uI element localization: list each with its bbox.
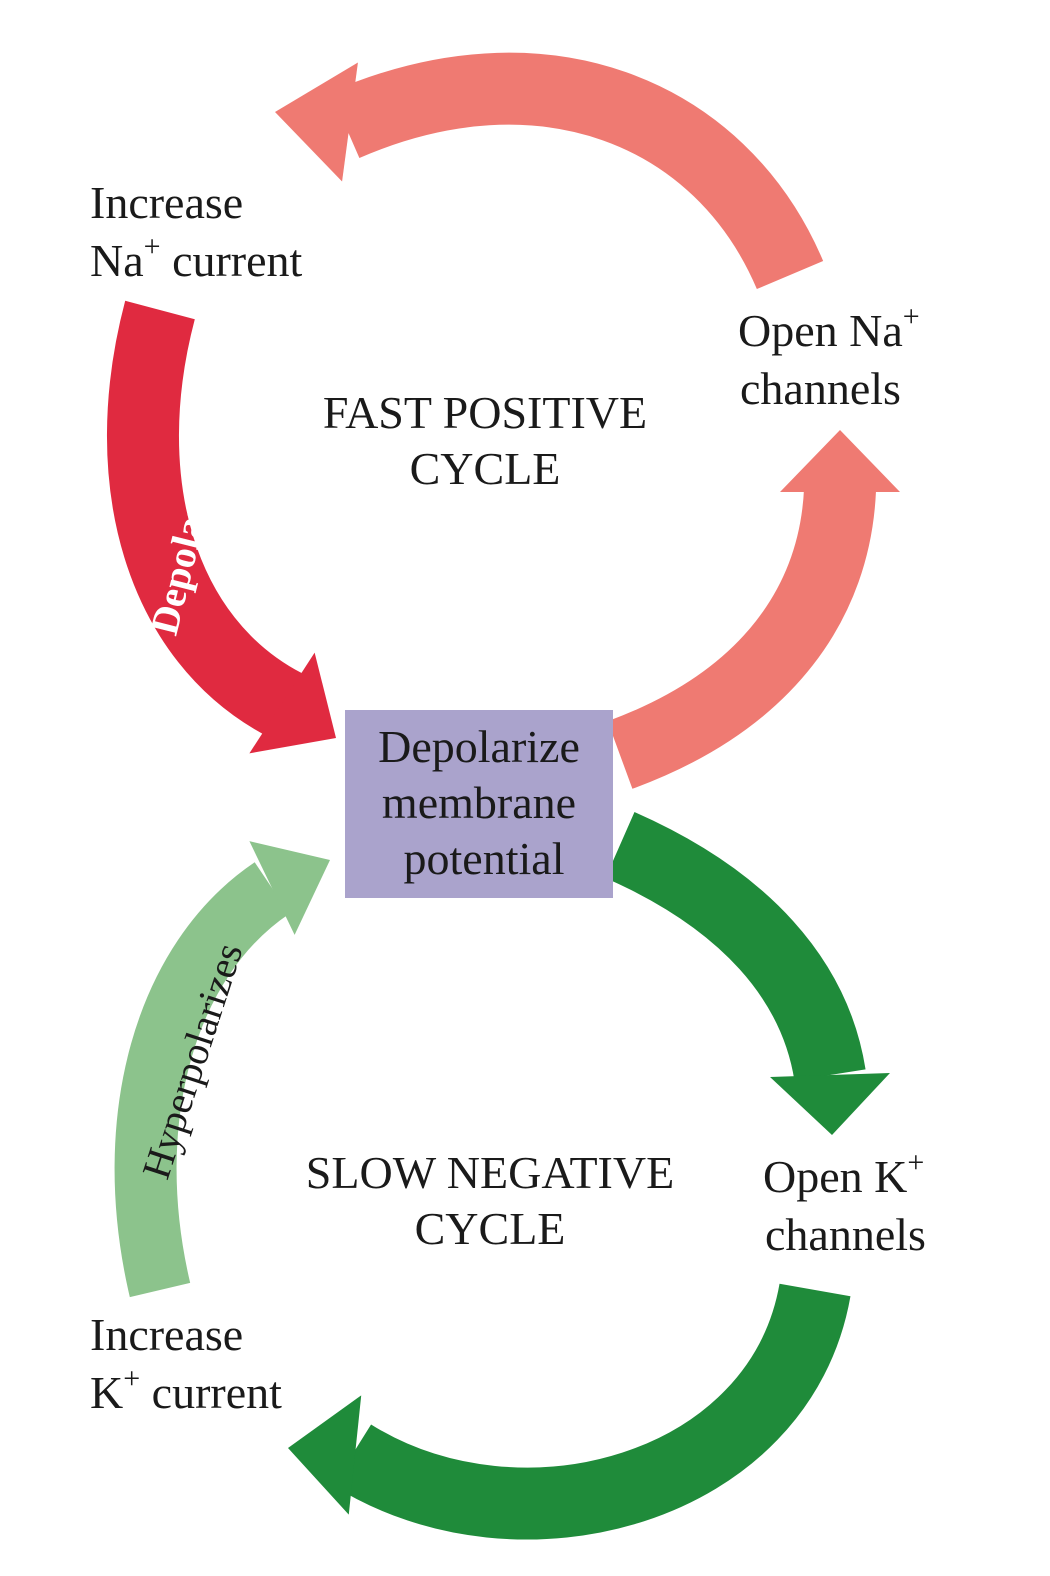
arrow-hyperpolarizes-head [249, 841, 330, 935]
arrow-bottom-green [288, 1282, 851, 1540]
open-k-line-1: Open K+ [763, 1146, 924, 1202]
arrow-bottom-green-shaft [332, 1282, 851, 1540]
arrow-bottom-green-head [288, 1395, 362, 1515]
arrow-depolarizes [107, 300, 336, 754]
arrow-right-green-shaft [605, 812, 866, 1082]
arrow-right-green-head [770, 1073, 890, 1135]
arrow-hyperpolarizes [114, 841, 330, 1298]
arrow-hyperpolarizes-shaft [114, 862, 290, 1298]
fast-cycle-line-2: CYCLE [410, 443, 561, 494]
open-na-line-2: channels [740, 363, 901, 414]
arrow-top-salmon-head [275, 62, 358, 182]
open-na-line-1: Open Na+ [738, 300, 920, 356]
arrow-right-salmon-shaft [607, 487, 876, 789]
center-box-line-3: potential [404, 833, 565, 884]
center-box-line-1: Depolarize [378, 721, 580, 772]
slow-cycle-line-2: CYCLE [415, 1203, 566, 1254]
increase-k-line-1: Increase [90, 1309, 243, 1360]
arrow-right-salmon [607, 430, 900, 789]
arrow-right-salmon-head [780, 430, 900, 492]
arrow-depolarizes-head [249, 652, 336, 754]
open-k-line-2: channels [765, 1209, 926, 1260]
arrow-right-green [605, 812, 890, 1135]
arrow-top-salmon [275, 52, 824, 290]
arrow-depolarizes-shaft [107, 300, 303, 737]
center-box [345, 710, 613, 898]
increase-na-line-2: Na+ current [90, 230, 303, 286]
center-box-line-2: membrane [382, 777, 576, 828]
arrow-top-salmon-shaft [330, 52, 824, 290]
increase-k-line-2: K+ current [90, 1362, 282, 1418]
slow-cycle-line-1: SLOW NEGATIVE [306, 1147, 674, 1198]
increase-na-line-1: Increase [90, 177, 243, 228]
fast-cycle-line-1: FAST POSITIVE [323, 387, 647, 438]
